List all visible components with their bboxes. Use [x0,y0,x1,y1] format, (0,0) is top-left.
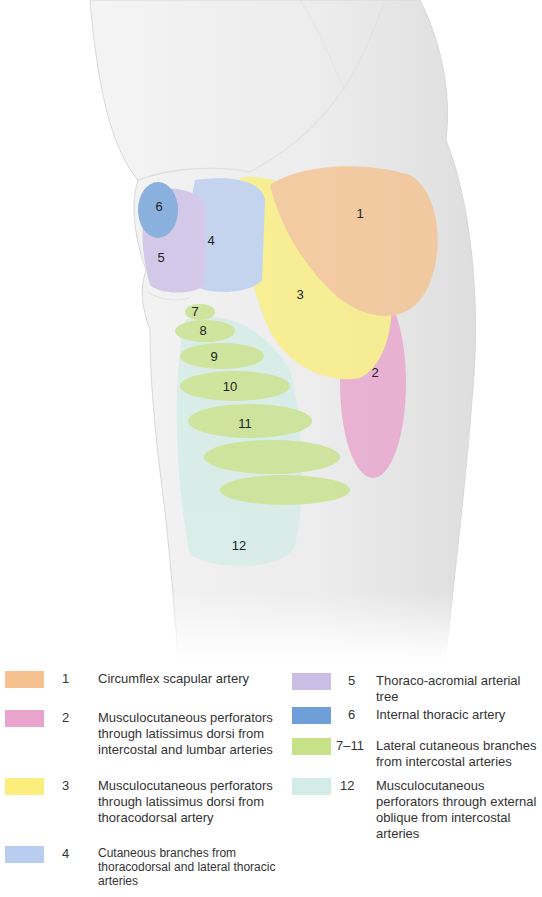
legend-swatch [292,778,331,795]
legend-number: 2 [62,710,69,726]
callout-number: 4 [207,234,214,247]
callout-number: 12 [232,539,246,552]
legend-number: 3 [62,778,69,794]
legend-text: Musculocutaneous perforators through lat… [98,710,286,758]
perfusion-region [220,475,350,505]
callout-number: 11 [238,417,252,430]
perfusion-region [270,166,438,316]
torso-illustration [0,0,542,660]
perfusion-region [204,440,340,474]
legend-swatch [292,738,331,755]
chest-contour [148,292,190,300]
legend-swatch [292,673,331,690]
perfusion-region [180,343,264,369]
callout-number: 1 [356,207,363,220]
legend-number: 5 [348,673,355,689]
legend-number: 7–11 [336,738,364,754]
legend-swatch [5,710,44,727]
legend-number: 4 [62,846,69,862]
legend-text: Internal thoracic artery [376,707,538,723]
head-contour [300,0,345,90]
legend-swatch [292,707,331,724]
legend-text: Cutaneous branches from thoracodorsal an… [98,846,286,888]
callout-number: 3 [296,288,303,301]
callout-number: 9 [210,350,217,363]
callout-number: 8 [199,324,206,337]
legend-swatch [5,778,44,795]
legend-swatch [5,671,44,688]
callout-number: 7 [191,305,198,318]
legend-number: 1 [62,671,69,687]
callout-number: 10 [223,380,237,393]
body-silhouette [90,0,476,660]
callout-number: 2 [371,366,378,379]
perfusion-region [175,320,235,342]
legend-text: Thoraco-acromial arterial tree [376,673,538,705]
arm-contour [250,0,385,172]
legend-number: 6 [348,707,355,723]
legend-text: Circumflex scapular artery [98,671,286,687]
callout-number: 6 [155,200,162,213]
legend-number: 12 [340,778,354,794]
lower-fade [0,590,542,660]
legend-swatch [5,846,44,863]
perfusion-region [180,371,290,401]
perfusion-region [138,182,178,238]
legend-text: Lateral cutaneous branches from intercos… [376,738,538,770]
perfusion-region [185,304,215,320]
callout-number: 5 [157,251,164,264]
legend-text: Musculocutaneous perforators through lat… [98,778,286,826]
legend-text: Musculocutaneous perforators through ext… [376,778,538,842]
arm-contour [138,168,250,180]
perfusion-region [188,404,312,438]
